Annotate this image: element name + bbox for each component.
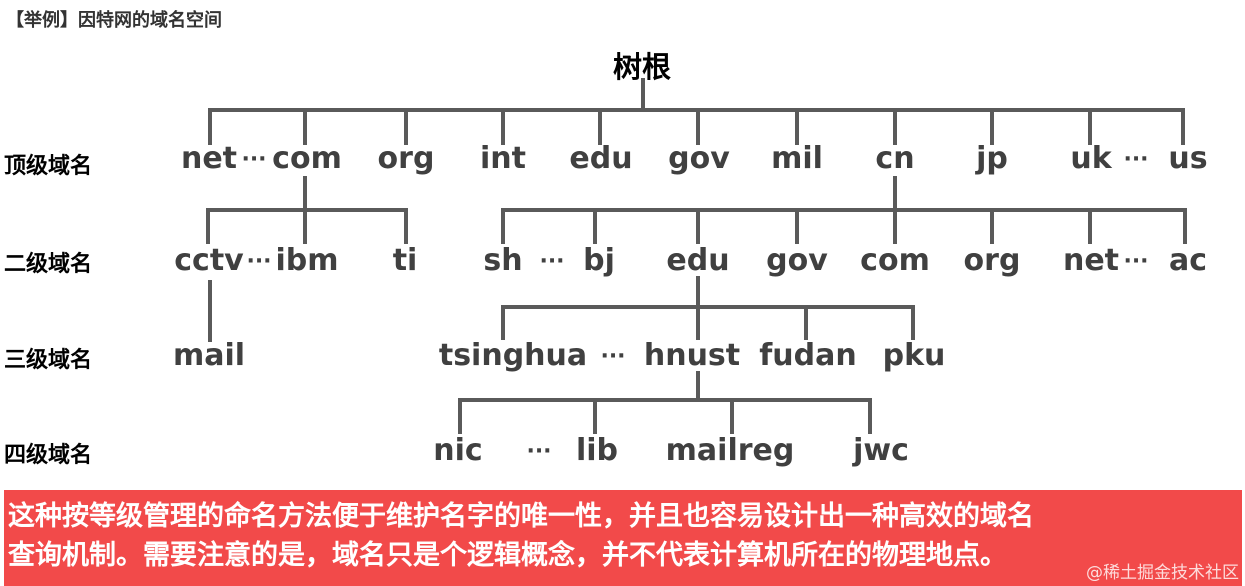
node-top-edu: edu <box>569 141 633 176</box>
node-top-uk: uk <box>1070 141 1112 176</box>
watermark: @稀土掘金技术社区 <box>1086 563 1239 583</box>
ellipsis-top-uk-us: ··· <box>1123 147 1149 172</box>
node-third-pku: pku <box>882 338 946 373</box>
ellipsis-top-net-com: ··· <box>241 147 267 172</box>
node-second-ibm: ibm <box>275 243 339 278</box>
node-second-com: com <box>860 243 930 278</box>
node-top-us: us <box>1168 141 1208 176</box>
node-third-mail: mail <box>172 338 246 373</box>
node-second-sh: sh <box>483 243 523 278</box>
node-second-ti: ti <box>392 243 418 278</box>
node-second-net: net <box>1062 243 1120 278</box>
node-third-tsinghua: tsinghua <box>438 338 588 373</box>
node-top-jp: jp <box>976 141 1008 176</box>
node-second-edu: edu <box>666 243 730 278</box>
node-second-bj: bj <box>583 243 615 278</box>
tree-connectors <box>206 78 1187 434</box>
level-label-third: 三级域名 <box>4 348 93 373</box>
explanation-note-line-2: 查询机制。需要注意的是，域名只是个逻辑概念，并不代表计算机所在的物理地点。 <box>8 540 1007 571</box>
level-label-second: 二级域名 <box>4 252 93 277</box>
ellipsis-second-cctv-ibm: ··· <box>246 249 272 274</box>
node-third-fudan: fudan <box>759 338 857 373</box>
node-second-cctv: cctv <box>174 243 244 278</box>
node-fourth-jwc: jwc <box>853 433 909 468</box>
node-top-gov: gov <box>668 141 730 176</box>
node-fourth-nic: nic <box>433 433 483 468</box>
node-top-cn: cn <box>875 141 915 176</box>
node-second-org: org <box>963 243 1021 278</box>
ellipsis-second-net-ac: ··· <box>1123 249 1149 274</box>
node-fourth-lib: lib <box>575 433 619 468</box>
node-top-mil: mil <box>771 141 823 176</box>
ellipsis-third-tsinghua-hnust: ··· <box>600 344 626 369</box>
node-second-ac: ac <box>1168 243 1208 278</box>
ellipsis-second-sh-bj: ··· <box>539 249 565 274</box>
node-top-net: net <box>180 141 238 176</box>
ellipsis-fourth-nic-lib: ··· <box>526 439 552 464</box>
explanation-note-line-1: 这种按等级管理的命名方法便于维护名字的唯一性，并且也容易设计出一种高效的域名 <box>8 501 1034 532</box>
level-label-top: 顶级域名 <box>4 154 93 179</box>
explanation-note: 这种按等级管理的命名方法便于维护名字的唯一性，并且也容易设计出一种高效的域名 查… <box>4 490 1242 586</box>
node-second-gov: gov <box>766 243 828 278</box>
slide-title: 【举例】因特网的域名空间 <box>6 10 222 31</box>
node-fourth-mailreg: mailreg <box>665 433 795 468</box>
tree-root-label: 树根 <box>613 50 672 84</box>
node-top-com: com <box>272 141 342 176</box>
node-top-org: org <box>377 141 435 176</box>
level-label-fourth: 四级域名 <box>4 443 93 468</box>
node-third-hnust: hnust <box>643 338 741 373</box>
node-top-int: int <box>480 141 526 176</box>
